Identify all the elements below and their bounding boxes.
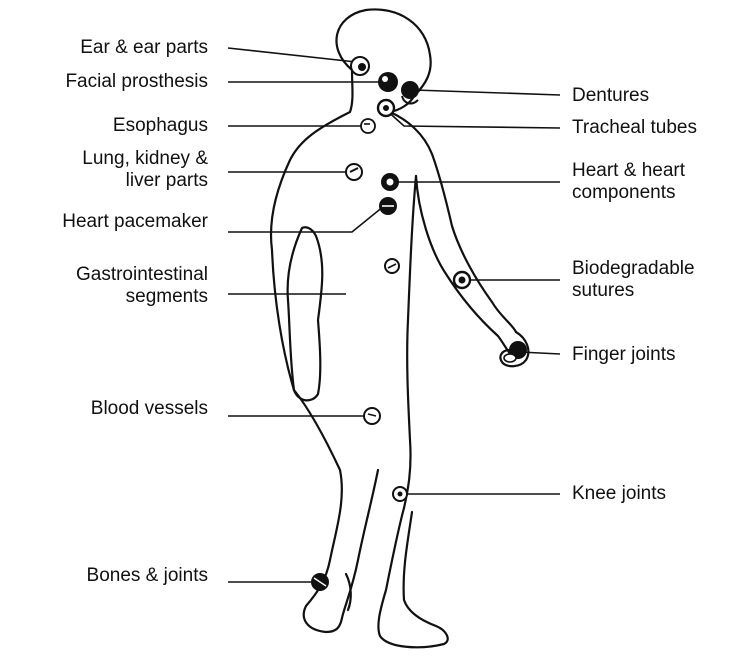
marker-blood	[364, 408, 380, 424]
label-dentures: Dentures	[572, 85, 649, 107]
marker-bones	[311, 573, 329, 591]
label-finger-line-1: Finger joints	[572, 344, 676, 366]
label-knee-line-1: Knee joints	[572, 483, 666, 505]
label-gastro-line-2: segments	[76, 286, 208, 308]
marker-heart	[381, 173, 399, 191]
back-arm-outline	[288, 227, 323, 400]
marker-lung	[346, 164, 362, 180]
marker-esophagus	[361, 119, 375, 133]
leader-ear	[228, 48, 356, 62]
label-facial-line-1: Facial prosthesis	[65, 71, 208, 93]
label-sutures-line-1: Biodegradable	[572, 258, 695, 280]
leader-dentures	[414, 90, 560, 95]
label-sutures-line-2: sutures	[572, 280, 695, 302]
label-dentures-line-1: Dentures	[572, 85, 649, 107]
label-esophagus-line-1: Esophagus	[113, 115, 208, 137]
label-finger-joints: Finger joints	[572, 344, 676, 366]
marker-pacemaker	[379, 197, 397, 215]
inner-leg-outline	[342, 470, 378, 618]
human-figure	[271, 9, 528, 647]
label-knee-joints: Knee joints	[572, 483, 666, 505]
marker-facial	[378, 72, 398, 92]
label-tracheal-line-1: Tracheal tubes	[572, 117, 697, 139]
front-body-outline	[404, 176, 416, 508]
label-ear: Ear & ear parts	[80, 37, 208, 59]
marker-ear	[351, 57, 369, 75]
label-heart-pacemaker: Heart pacemaker	[62, 211, 208, 233]
label-tracheal-tubes: Tracheal tubes	[572, 117, 697, 139]
implant-markers	[311, 57, 527, 591]
marker-knee	[393, 487, 407, 501]
label-biodegradable-sutures: Biodegradable sutures	[572, 258, 695, 302]
label-gastrointestinal: Gastrointestinal segments	[76, 264, 208, 308]
label-facial-prosthesis: Facial prosthesis	[65, 71, 208, 93]
label-heart-line-1: Heart & heart	[572, 160, 685, 182]
label-ear-line-1: Ear & ear parts	[80, 37, 208, 59]
label-blood-vessels: Blood vessels	[91, 398, 208, 420]
label-esophagus: Esophagus	[113, 115, 208, 137]
marker-tracheal	[378, 100, 394, 116]
label-lung-line-1: Lung, kidney &	[82, 148, 208, 170]
label-gastro-line-1: Gastrointestinal	[76, 264, 208, 286]
label-blood-line-1: Blood vessels	[91, 398, 208, 420]
front-leg-outline	[378, 508, 447, 647]
marker-sutures	[454, 272, 470, 288]
label-bones-line-1: Bones & joints	[87, 565, 208, 587]
label-heart-components: Heart & heart components	[572, 160, 685, 204]
back-leg-outline	[294, 390, 342, 632]
marker-gastro	[385, 259, 399, 273]
label-bones-joints: Bones & joints	[87, 565, 208, 587]
label-heart-line-2: components	[572, 182, 685, 204]
label-lung-line-2: liver parts	[82, 170, 208, 192]
label-lung-kidney-liver: Lung, kidney & liver parts	[82, 148, 208, 192]
front-arm-inner-outline	[416, 176, 512, 356]
label-pacemaker-line-1: Heart pacemaker	[62, 211, 208, 233]
